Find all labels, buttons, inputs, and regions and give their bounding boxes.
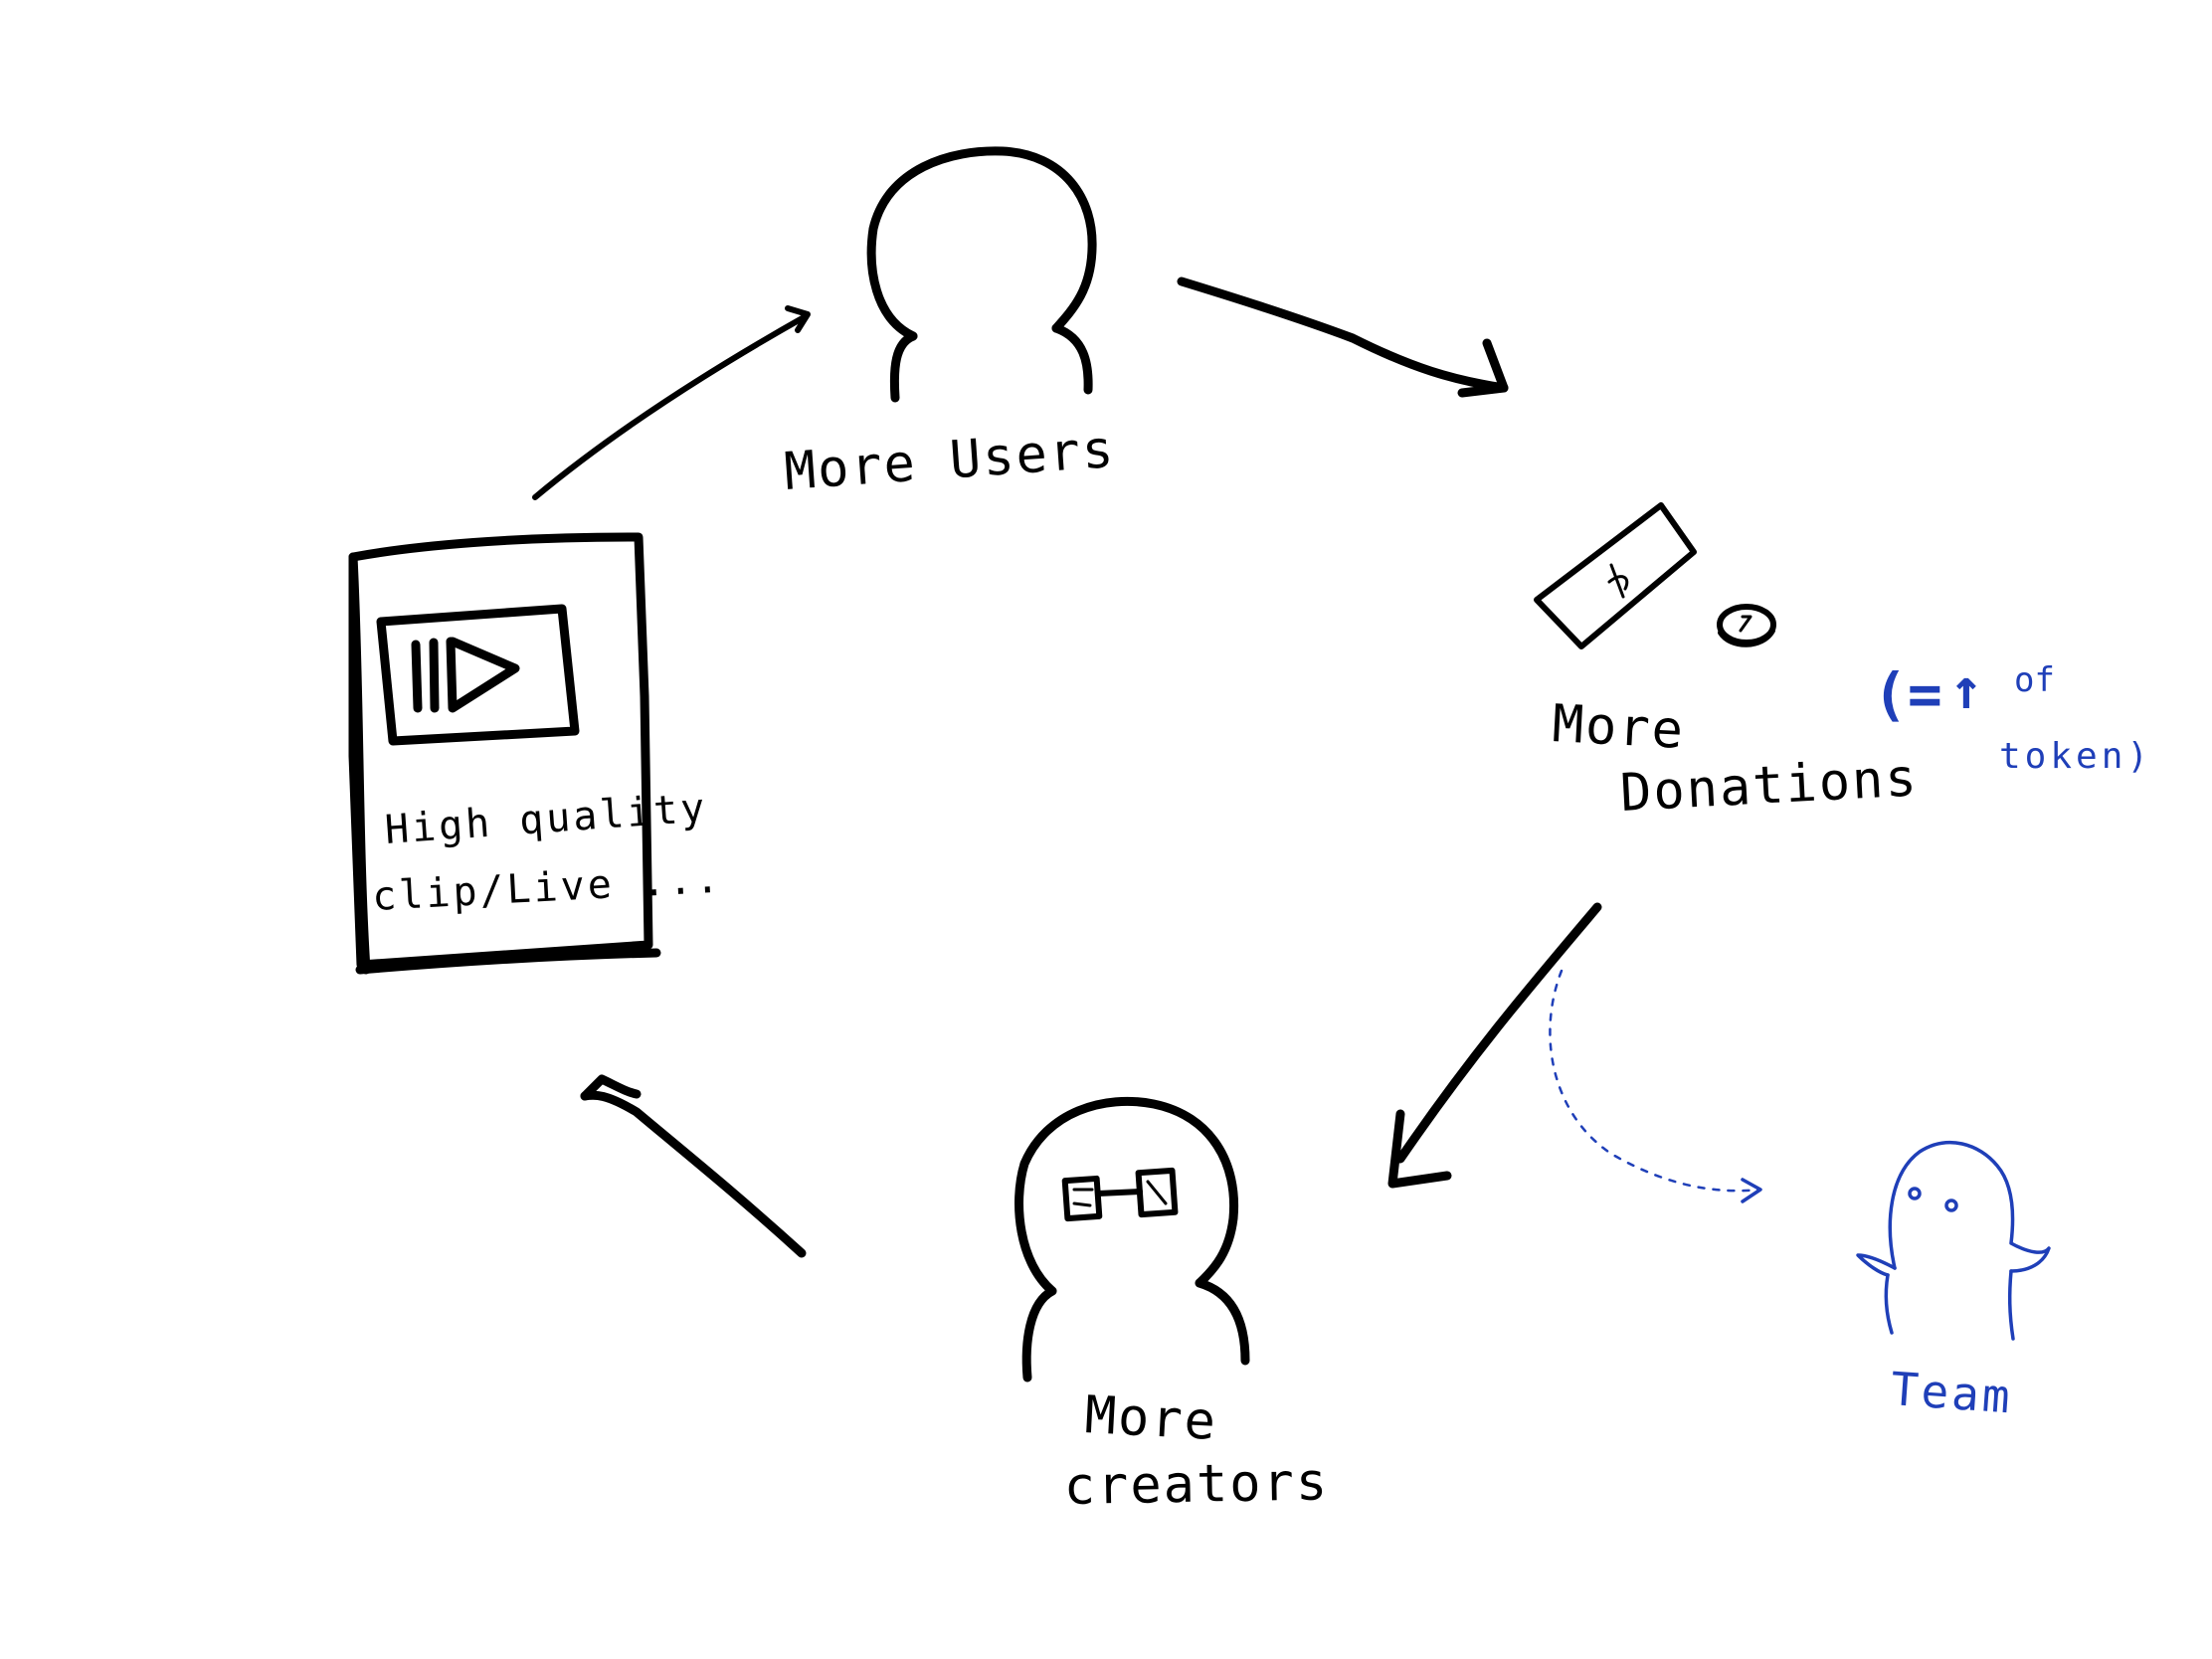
play-icon [411,637,520,713]
token-note-prefix: (= [1873,660,1942,728]
users-node: More Users [783,146,1117,502]
content-card: High quality clip/Live ... [348,532,723,975]
team-label: Team [1889,1362,2014,1423]
token-note-arrow: ↑ [1949,657,1983,722]
arrow-creators-to-content [580,1074,807,1258]
token-note-suffix: of [2014,660,2055,700]
arrow-content-to-users [532,305,811,500]
creators-node: More creators [1014,1096,1330,1517]
donations-node: More Donations (= ↑ of token) [1534,502,2152,824]
donations-label-line1: More [1551,694,1686,761]
arrow-donations-to-team [1549,969,1762,1203]
content-label-line2: clip/Live ... [371,856,723,920]
video-card-icon [348,532,661,975]
creators-label-line1: More [1083,1385,1218,1452]
users-label: More Users [783,420,1117,502]
token-note: (= ↑ of token) [1873,657,2152,777]
arrow-users-to-donations [1177,276,1509,398]
creator-with-glasses-icon [1014,1096,1250,1382]
token-note-line2: token) [1999,736,2152,777]
creators-label-line2: creators [1063,1452,1329,1517]
bill-and-coin-icon [1534,502,1776,649]
person-icon [866,146,1097,403]
team-node: Team [1856,1141,2051,1424]
ghost-figure-icon [1856,1141,2051,1341]
arrow-donations-to-creators [1387,902,1602,1189]
content-label-line1: High quality [383,785,708,853]
